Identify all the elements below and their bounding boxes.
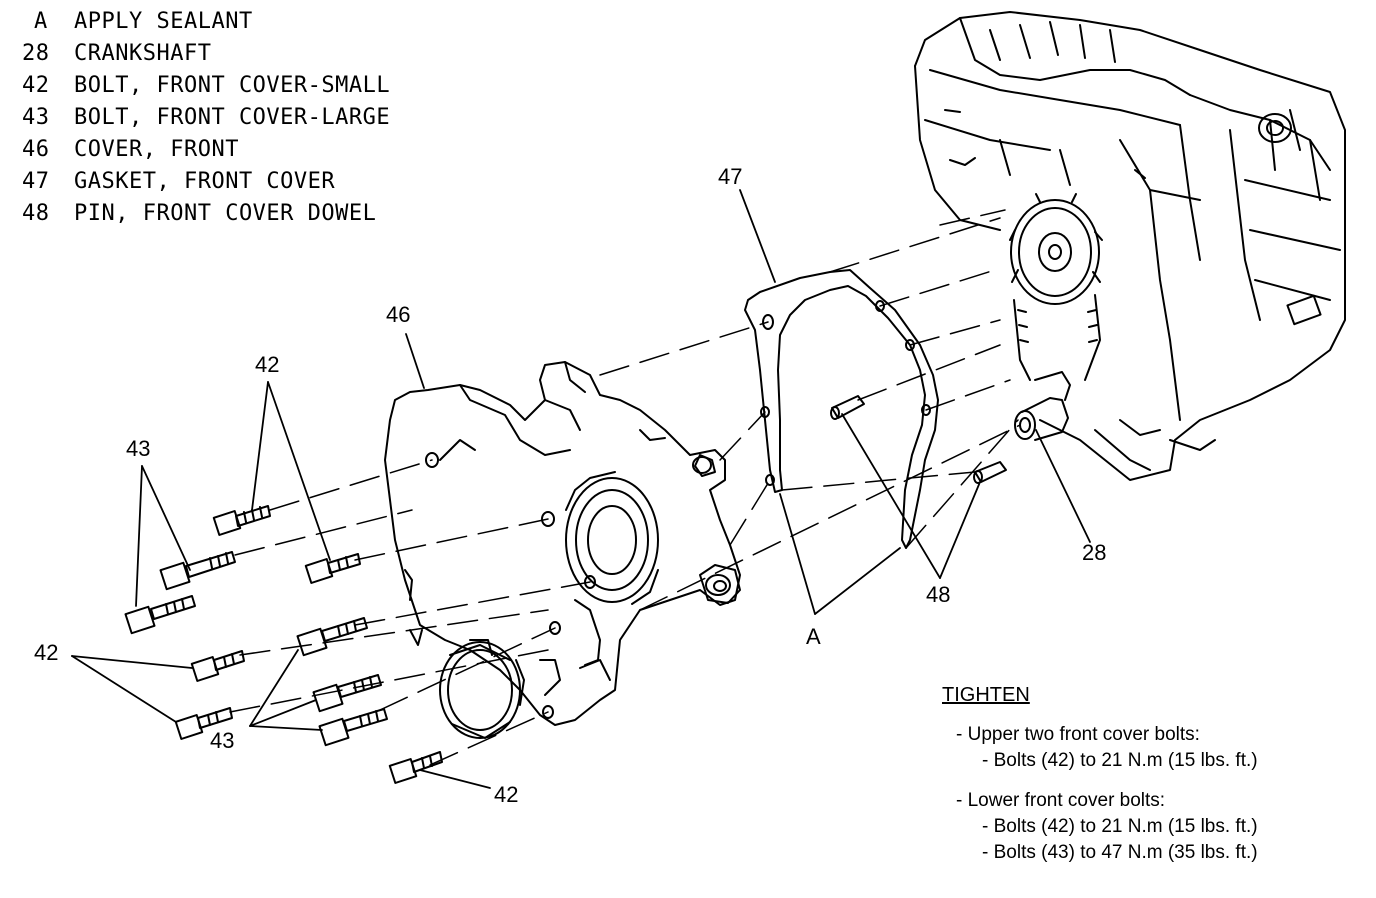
legend-key: 42 xyxy=(22,73,50,98)
legend-key: 48 xyxy=(22,201,50,226)
dowel-pin-lower xyxy=(973,461,1007,484)
callout-42-bottom: 42 xyxy=(494,782,519,807)
legend-label: PIN, FRONT COVER DOWEL xyxy=(74,201,377,226)
legend-label: CRANKSHAFT xyxy=(74,41,212,66)
legend-key: A xyxy=(34,9,48,34)
callout-42-top: 42 xyxy=(255,352,280,377)
legend-row: 43 BOLT, FRONT COVER-LARGE xyxy=(22,102,390,134)
timing-sprocket xyxy=(1009,193,1103,381)
bolt-42-lower-a xyxy=(190,650,245,682)
bolt-43-lower-a xyxy=(296,617,368,657)
legend-row: 42 BOLT, FRONT COVER-SMALL xyxy=(22,70,390,102)
callout-43-left: 43 xyxy=(126,436,151,461)
bolt-42-upper-b xyxy=(304,553,361,584)
legend-key: 28 xyxy=(22,41,50,66)
dowel-pin-upper xyxy=(830,395,865,420)
bolt-42-upper-a xyxy=(212,505,271,536)
crankshaft-nose xyxy=(1014,371,1071,441)
legend-row: A APPLY SEALANT xyxy=(22,6,390,38)
legend-label: APPLY SEALANT xyxy=(74,9,253,34)
parts-legend: A APPLY SEALANT 28 CRANKSHAFT 42 BOLT, F… xyxy=(22,6,390,230)
legend-label: BOLT, FRONT COVER-SMALL xyxy=(74,73,391,98)
bolt-42-lower-b xyxy=(174,707,233,740)
callout-47: 47 xyxy=(718,164,743,189)
callout-42-left: 42 xyxy=(34,640,59,665)
legend-label: BOLT, FRONT COVER-LARGE xyxy=(74,105,391,130)
bolt-43-lower-c xyxy=(318,708,388,747)
tighten-heading: TIGHTEN xyxy=(942,684,1030,706)
legend-row: 28 CRANKSHAFT xyxy=(22,38,390,70)
spec-line: - Bolts (43) to 47 N.m (35 lbs. ft.) xyxy=(982,842,1258,863)
legend-label: COVER, FRONT xyxy=(74,137,239,162)
upper-bolts-spec: - Upper two front cover bolts: - Bolts (… xyxy=(942,722,1258,774)
callout-46: 46 xyxy=(386,302,411,327)
torque-specifications: TIGHTEN - Upper two front cover bolts: -… xyxy=(942,682,1258,880)
legend-key: 46 xyxy=(22,137,50,162)
callout-48: 48 xyxy=(926,582,951,607)
legend-row: 46 COVER, FRONT xyxy=(22,134,390,166)
callout-leader-lines xyxy=(71,189,1091,789)
engine-block xyxy=(914,11,1346,481)
front-cover xyxy=(384,361,741,726)
bolt-43-lower-b xyxy=(312,674,382,713)
front-crankshaft-seal xyxy=(439,641,525,739)
callout-28: 28 xyxy=(1082,540,1107,565)
alignment-centerlines xyxy=(229,209,1021,766)
spec-title: - Upper two front cover bolts: xyxy=(956,724,1200,745)
spec-title: - Lower front cover bolts: xyxy=(956,790,1166,811)
bolt-42-bottom xyxy=(388,751,443,784)
spec-line: - Bolts (42) to 21 N.m (15 lbs. ft.) xyxy=(982,816,1258,837)
lower-bolts-spec: - Lower front cover bolts: - Bolts (42) … xyxy=(942,788,1258,866)
legend-label: GASKET, FRONT COVER xyxy=(74,169,336,194)
spec-line: - Bolts (42) to 21 N.m (15 lbs. ft.) xyxy=(982,750,1258,771)
legend-key: 47 xyxy=(22,169,50,194)
bolt-43-upper-b xyxy=(124,595,196,635)
callout-A: A xyxy=(806,624,821,649)
front-cover-gasket xyxy=(744,269,939,549)
callout-43-bottom: 43 xyxy=(210,728,235,753)
legend-row: 48 PIN, FRONT COVER DOWEL xyxy=(22,198,390,230)
legend-row: 47 GASKET, FRONT COVER xyxy=(22,166,390,198)
bolt-43-upper-a xyxy=(159,551,236,591)
legend-key: 43 xyxy=(22,105,50,130)
